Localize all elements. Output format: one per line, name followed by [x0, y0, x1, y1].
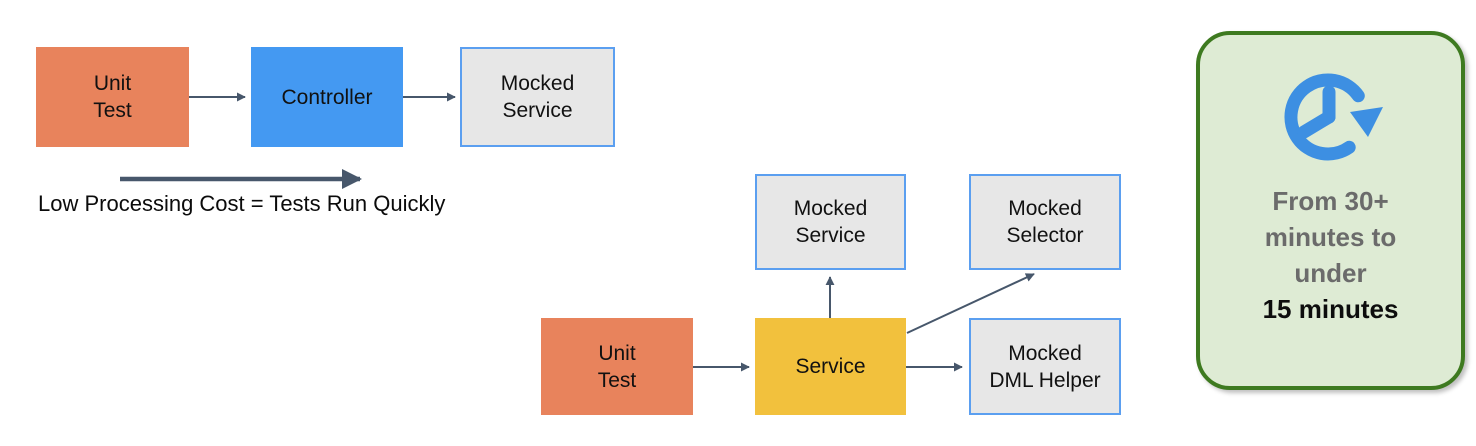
box-controller: Controller: [251, 47, 403, 147]
caption-low-processing-cost: Low Processing Cost = Tests Run Quickly: [38, 191, 446, 216]
callout-line: under: [1294, 258, 1367, 288]
box-unit-test-bottom: Unit Test: [541, 318, 693, 415]
callout-emphasis: 15 minutes: [1262, 294, 1399, 324]
history-clock-icon: [1283, 73, 1383, 161]
arrow-service-to-mockedselector: [906, 273, 1035, 334]
callout-text: From 30+ minutes to under 15 minutes: [1263, 183, 1399, 327]
box-mocked-service-top: Mocked Service: [460, 47, 615, 147]
box-mocked-service-bottom: Mocked Service: [755, 174, 906, 270]
box-unit-test-top: Unit Test: [36, 47, 189, 147]
callout-line: minutes to: [1264, 222, 1397, 252]
box-mocked-dml-helper: Mocked DML Helper: [969, 318, 1121, 415]
box-mocked-selector: Mocked Selector: [969, 174, 1121, 270]
box-service: Service: [755, 318, 906, 415]
callout-card: From 30+ minutes to under 15 minutes: [1196, 31, 1465, 390]
callout-line: From 30+: [1272, 186, 1389, 216]
